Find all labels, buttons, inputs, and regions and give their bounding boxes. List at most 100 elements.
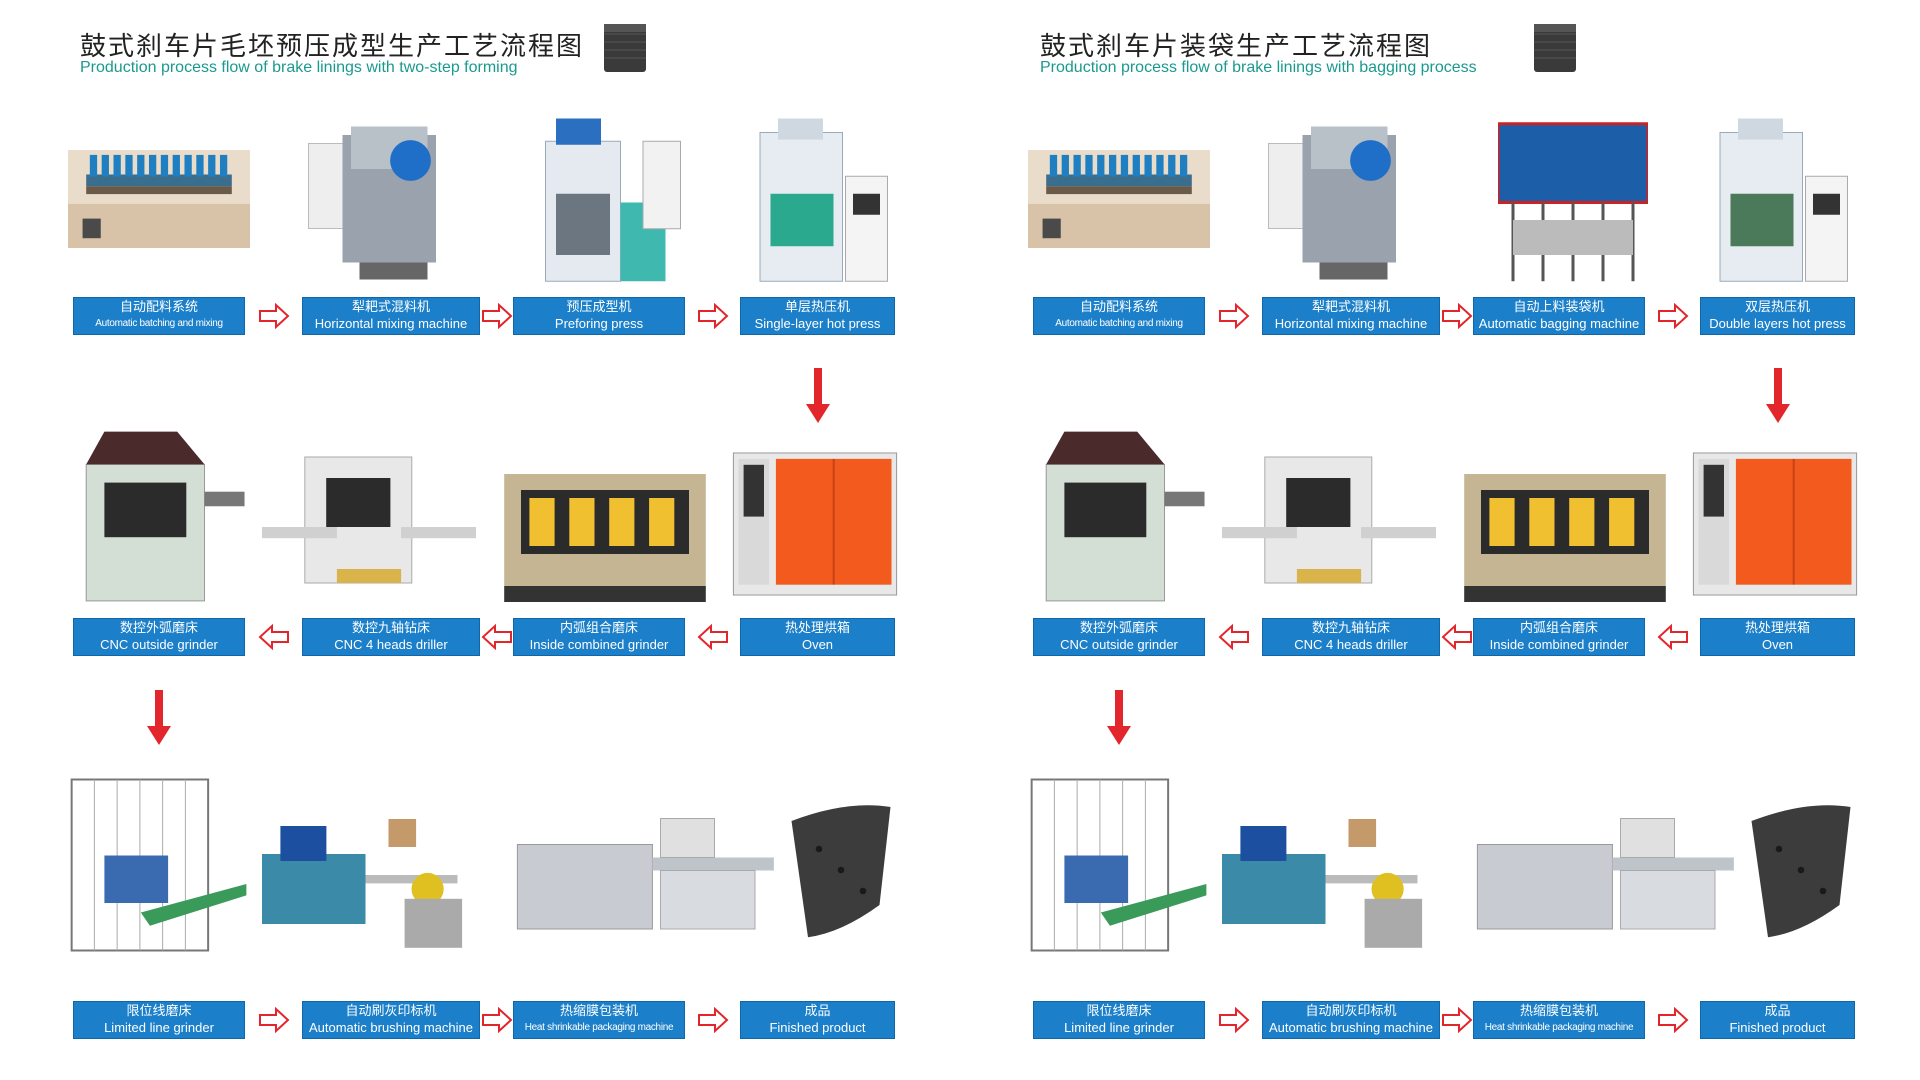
step-label-cn: 限位线磨床 [1086, 1004, 1152, 1019]
step-label-cn: 数控九轴钻床 [1311, 621, 1390, 636]
step-label-cn: 自动上料装袋机 [1513, 300, 1605, 315]
step-label-cn: 数控九轴钻床 [351, 621, 430, 636]
packaging-machine-icon [516, 818, 774, 930]
outside-grinder-icon [85, 431, 245, 602]
packaging-machine-icon [1476, 818, 1734, 930]
step-label-en: Horizontal mixing machine [314, 316, 468, 331]
brake-drum-icon [1534, 24, 1576, 72]
arrow-right-icon [1219, 303, 1250, 329]
brushing-machine-icon [262, 819, 463, 948]
step-label-cn: 数控外弧磨床 [1079, 621, 1158, 636]
panel-title-en: Production process flow of brake linings… [80, 59, 518, 76]
step-label-cn: 自动刷灰印标机 [1305, 1004, 1397, 1019]
arrow-right-icon [698, 303, 729, 329]
arrow-down-icon [1107, 690, 1131, 745]
step-label-cn: 数控外弧磨床 [119, 621, 198, 636]
line-grinder-icon [70, 778, 247, 952]
arrow-left-icon [697, 624, 728, 650]
arrow-left-icon [481, 624, 512, 650]
line-grinder-icon [1030, 778, 1207, 952]
panel-title-cn: 鼓式刹车片毛坯预压成型生产工艺流程图 [80, 32, 585, 62]
step-label-en: CNC outside grinder [100, 637, 218, 652]
step-label-cn: 限位线磨床 [126, 1004, 192, 1019]
step-label-en: CNC outside grinder [1060, 637, 1178, 652]
arrow-right-icon [698, 1007, 729, 1033]
step-label-en: Limited line grinder [104, 1020, 214, 1035]
driller-icon [262, 456, 476, 584]
step-label-en: Heat shrinkable packaging machine [1484, 1022, 1634, 1033]
step-label-cn: 热处理烘箱 [1744, 621, 1810, 636]
arrow-right-icon [1219, 1007, 1250, 1033]
step-label-cn: 成品 [804, 1004, 831, 1019]
step-label-en: Automatic batching and mixing [1055, 318, 1183, 329]
step-label-en: Single-layer hot press [754, 316, 881, 331]
step-label-en: Automatic brushing machine [308, 1020, 474, 1035]
step-label-en: Automatic bagging machine [1478, 316, 1640, 331]
brake-drum-icon [604, 24, 646, 72]
mixer-icon [308, 126, 436, 280]
step-label-en: Limited line grinder [1064, 1020, 1174, 1035]
step-label-cn: 犁耙式混料机 [1311, 300, 1390, 315]
step-label-cn: 热缩膜包装机 [1519, 1004, 1598, 1019]
inside-grinder-icon [504, 474, 706, 602]
arrow-down-icon [147, 690, 171, 745]
step-label-en: Finished product [1729, 1020, 1826, 1035]
brushing-machine-icon [1222, 819, 1423, 948]
brake-lining-icon [791, 805, 891, 938]
step-label-en: Heat shrinkable packaging machine [524, 1022, 674, 1033]
step-label-en: CNC 4 heads driller [334, 637, 448, 652]
step-label-en: CNC 4 heads driller [1294, 637, 1408, 652]
step-label-en: Double layers hot press [1709, 316, 1846, 331]
step-label-cn: 预压成型机 [566, 300, 632, 315]
arrow-left-icon [1657, 624, 1688, 650]
arrow-right-icon [1658, 303, 1689, 329]
step-label-cn: 自动配料系统 [119, 300, 198, 315]
inside-grinder-icon [1464, 474, 1666, 602]
arrow-right-icon [259, 1007, 290, 1033]
double-hot-press-icon [1719, 118, 1848, 282]
step-label-cn: 热缩膜包装机 [559, 1004, 638, 1019]
step-label-en: Horizontal mixing machine [1274, 316, 1428, 331]
step-label-en: Automatic batching and mixing [95, 318, 223, 329]
arrow-down-icon [806, 368, 830, 423]
brake-lining-icon [1751, 805, 1851, 938]
arrow-right-icon [482, 303, 513, 329]
batching-line-icon [1028, 150, 1210, 248]
step-label-cn: 内弧组合磨床 [559, 621, 638, 636]
arrow-left-icon [258, 624, 289, 650]
step-label-en: Finished product [769, 1020, 866, 1035]
hot-press-icon [759, 118, 888, 282]
arrow-right-icon [259, 303, 290, 329]
step-label-en: Inside combined grinder [1489, 637, 1629, 652]
step-label-en: Inside combined grinder [529, 637, 669, 652]
step-label-cn: 自动刷灰印标机 [345, 1004, 437, 1019]
step-label-cn: 内弧组合磨床 [1519, 621, 1598, 636]
panel-title-en: Production process flow of brake linings… [1040, 59, 1477, 76]
arrow-left-icon [1218, 624, 1249, 650]
arrow-down-icon [1766, 368, 1790, 423]
oven-icon [732, 452, 898, 596]
step-label-cn: 自动配料系统 [1079, 300, 1158, 315]
step-label: 自动配料系统 Automatic batching and mixing [73, 297, 245, 335]
step-label-en: Oven [801, 637, 834, 652]
panel-title-cn: 鼓式刹车片装袋生产工艺流程图 [1040, 32, 1433, 62]
driller-icon [1222, 456, 1436, 584]
step-label-cn: 双层热压机 [1744, 300, 1810, 315]
